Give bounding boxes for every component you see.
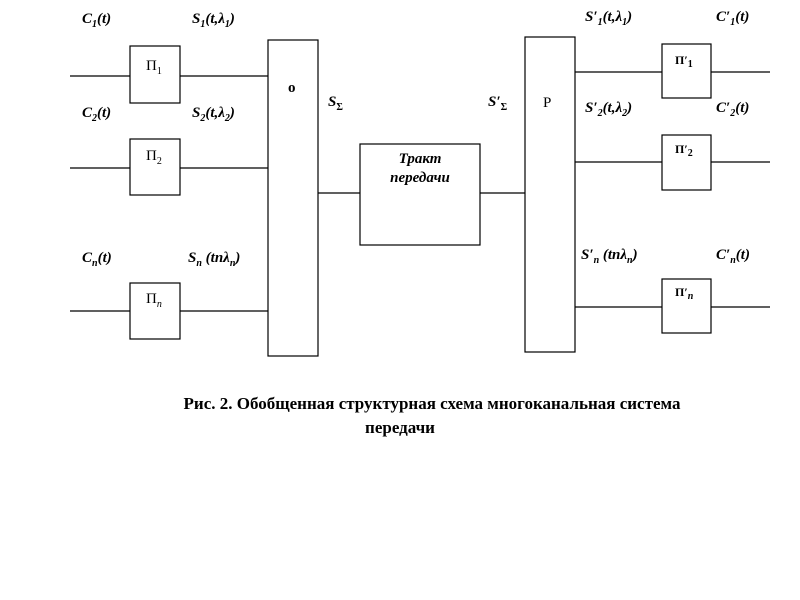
block-rp1-label: П′1 bbox=[675, 53, 693, 70]
block-rp2-label: П′2 bbox=[675, 142, 693, 159]
caption-line-1: Рис. 2. Обобщенная структурная схема мно… bbox=[183, 394, 681, 413]
label-sn: Sn (tnλn) bbox=[188, 250, 240, 269]
label-s2-rx: S′2(t,λ2) bbox=[585, 100, 632, 119]
label-sn-rx: S′n (tnλn) bbox=[581, 247, 638, 266]
block-p1-label: П1 bbox=[146, 58, 162, 77]
label-s2: S2(t,λ2) bbox=[192, 105, 235, 124]
block-combiner-label: о bbox=[288, 80, 296, 96]
label-c2-rx: C′2(t) bbox=[716, 100, 749, 119]
block-p2-label: П2 bbox=[146, 148, 162, 167]
block-rpn bbox=[661, 278, 712, 334]
label-s1: S1(t,λ1) bbox=[192, 11, 235, 30]
label-s1-rx: S′1(t,λ1) bbox=[585, 9, 632, 28]
block-p1 bbox=[129, 45, 181, 104]
block-separator-label: Р bbox=[543, 95, 551, 111]
caption-line-2: передачи bbox=[365, 418, 435, 437]
label-s-sum: SΣ bbox=[328, 94, 343, 113]
block-tract-line1: Тракт bbox=[399, 151, 442, 167]
block-rp1 bbox=[661, 43, 712, 99]
figure-caption: Рис. 2. Обобщенная структурная схема мно… bbox=[0, 392, 800, 440]
label-cn-rx: C′n(t) bbox=[716, 247, 750, 266]
label-c1: C1(t) bbox=[82, 11, 111, 30]
block-pn-label: Пn bbox=[146, 291, 162, 310]
block-rpn-label: П′n bbox=[675, 285, 694, 302]
block-p2 bbox=[129, 138, 181, 196]
block-combiner bbox=[267, 39, 319, 357]
block-pn bbox=[129, 282, 181, 340]
label-c1-rx: C′1(t) bbox=[716, 9, 749, 28]
block-rp2 bbox=[661, 134, 712, 191]
label-c2: C2(t) bbox=[82, 105, 111, 124]
block-tract-line2: передачи bbox=[390, 170, 450, 186]
block-tract bbox=[359, 143, 481, 246]
label-s-sum-rx: S′Σ bbox=[488, 94, 508, 113]
label-cn: Cn(t) bbox=[82, 250, 112, 269]
block-separator bbox=[524, 36, 576, 353]
